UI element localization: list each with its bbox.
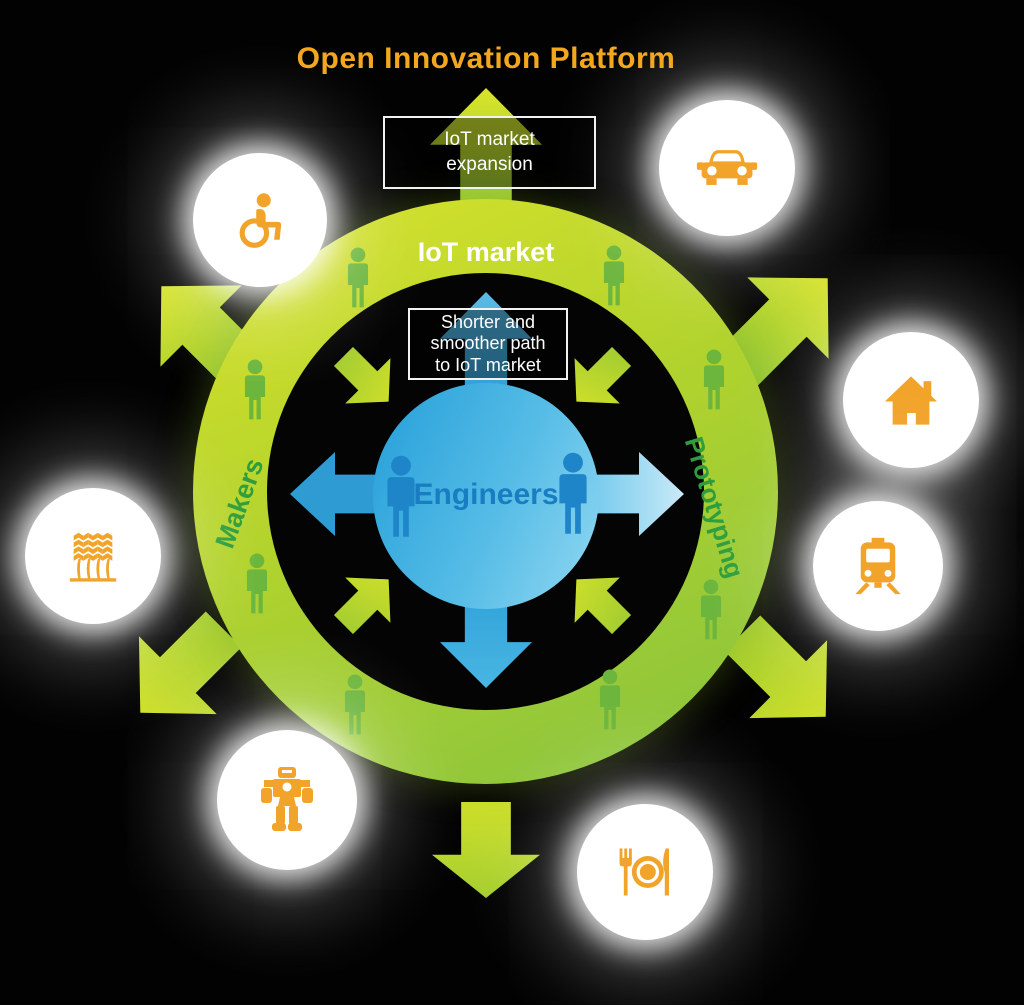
robot-icon xyxy=(261,767,313,831)
path-box-line: smoother path xyxy=(430,333,546,354)
person-icon xyxy=(593,669,627,731)
engineers-label: Engineers xyxy=(413,478,559,511)
iot-market-expansion-box: IoT market expansion xyxy=(383,116,596,189)
house-icon xyxy=(884,375,938,425)
person-icon xyxy=(338,674,372,736)
wheat-icon xyxy=(69,532,117,582)
car-icon xyxy=(696,150,758,185)
person-icon xyxy=(240,553,274,615)
ring-label: IoT market xyxy=(417,237,555,267)
expansion-box-line: expansion xyxy=(446,153,533,175)
person-icon xyxy=(697,349,731,411)
path-box-line: to IoT market xyxy=(435,354,541,375)
satellite-railway xyxy=(813,501,943,631)
shorter-path-box: Shorter and smoother path to IoT market xyxy=(408,308,568,380)
person-icon xyxy=(597,245,631,307)
train-icon xyxy=(855,537,901,595)
path-box-line: Shorter and xyxy=(440,312,536,333)
person-icon xyxy=(378,455,424,539)
satellite-agriculture xyxy=(25,488,161,624)
expansion-box-line: IoT market xyxy=(444,129,535,151)
person-icon xyxy=(238,359,272,421)
satellite-accessibility xyxy=(193,153,327,287)
wheelchair-icon xyxy=(239,193,282,248)
satellite-food-service xyxy=(577,804,713,940)
person-icon xyxy=(550,452,596,536)
person-icon xyxy=(341,247,375,309)
satellite-automotive xyxy=(659,100,795,236)
person-icon xyxy=(694,579,728,641)
page-title: Open Innovation Platform xyxy=(296,42,676,75)
satellite-smart-home xyxy=(843,332,979,468)
restaurant-icon xyxy=(619,848,669,896)
outward-arrow-down-icon xyxy=(432,802,540,898)
satellite-robotics xyxy=(217,730,357,870)
